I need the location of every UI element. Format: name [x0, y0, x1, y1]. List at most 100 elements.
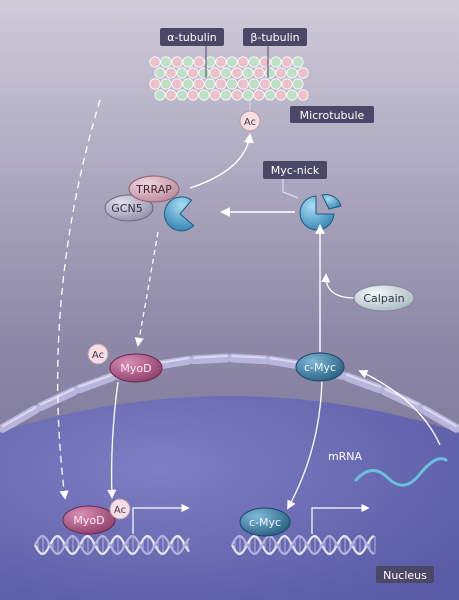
tubulin-subunit: [231, 89, 243, 101]
tubulin-subunit: [193, 78, 205, 90]
microtubule-label: Microtubule: [290, 106, 374, 123]
tubulin-subunit: [165, 89, 177, 101]
myod-text-cytoplasm: MyoD: [120, 362, 151, 375]
membrane-segment: [342, 372, 385, 394]
tubulin-subunit: [198, 67, 210, 79]
tubulin-subunit: [259, 56, 271, 68]
tubulin-subunit: [160, 78, 172, 90]
ac-text-myod-cytoplasm: Ac: [92, 350, 104, 361]
membrane-segment: [74, 372, 117, 394]
arrow-complex-to-myod: [134, 231, 159, 347]
mrna-label: mRNA: [328, 450, 363, 463]
transcription-arrow-myod: [132, 503, 190, 534]
tubulin-subunit: [209, 67, 221, 79]
myod-protein-nucleus: MyoD: [62, 505, 116, 535]
membrane-segment: [419, 404, 459, 433]
tubulin-subunit: [253, 89, 265, 101]
gcn5-text: GCN5: [111, 202, 142, 215]
tubulin-subunit: [286, 89, 298, 101]
calpain-protein: Calpain: [353, 284, 415, 312]
microtubule-text: Microtubule: [300, 109, 365, 122]
tubulin-subunit: [182, 78, 194, 90]
tubulin-subunit: [242, 89, 254, 101]
tubulin-subunit: [297, 67, 309, 79]
tubulin-subunit: [231, 67, 243, 79]
tubulin-subunit: [176, 89, 188, 101]
trrap-text: TRRAP: [135, 183, 172, 196]
nucleus-label: Nucleus: [376, 566, 434, 583]
tubulin-subunit: [226, 56, 238, 68]
tubulin-subunit: [165, 67, 177, 79]
ac-bubble-myod-nucleus: Ac: [109, 498, 131, 520]
cmyc-text-cytoplasm: c-Myc: [304, 361, 336, 374]
tubulin-subunit: [275, 89, 287, 101]
tubulin-subunit: [242, 67, 254, 79]
tubulin-subunit: [198, 89, 210, 101]
tubulin-subunit: [204, 56, 216, 68]
tubulin-subunit: [171, 78, 183, 90]
gcn5-protein: GCN5: [104, 194, 154, 222]
ac-bubble-myod-cytoplasm: Ac: [87, 343, 109, 365]
myc-nick-text: Myc-nick: [271, 164, 320, 177]
myod-protein-cytoplasm: MyoD: [109, 353, 163, 383]
alpha-tubulin-text: α-tubulin: [167, 31, 217, 44]
tubulin-subunit: [176, 67, 188, 79]
tubulin-subunit: [297, 89, 309, 101]
tubulin-subunit: [209, 89, 221, 101]
membrane-segment: [227, 353, 270, 365]
tubulin-subunit: [160, 56, 172, 68]
arrow-complex-to-ac: [189, 133, 254, 189]
tubulin-subunit: [154, 67, 166, 79]
tubulin-subunit: [253, 67, 265, 79]
trrap-protein: TRRAP: [128, 175, 180, 203]
arrow-myod-to-nucleus: [107, 381, 119, 499]
tubulin-subunit: [220, 67, 232, 79]
calpain-text: Calpain: [363, 292, 404, 305]
membrane-segment: [0, 404, 40, 433]
tubulin-subunit: [264, 89, 276, 101]
arrow-microtubule-to-nucleus: [57, 99, 101, 500]
cmyc-text-nucleus: c-Myc: [249, 516, 281, 529]
tubulin-subunit: [215, 78, 227, 90]
microtubule-structure: [149, 56, 309, 101]
alpha-tubulin-label: α-tubulin: [160, 28, 224, 46]
beta-tubulin-text: β-tubulin: [250, 31, 299, 44]
nucleus-text: Nucleus: [383, 569, 427, 582]
tubulin-subunit: [149, 78, 161, 90]
membrane-highlight: [154, 357, 190, 365]
membrane-highlight: [422, 406, 458, 428]
tubulin-subunit: [193, 56, 205, 68]
dna-strand: [231, 534, 375, 556]
tubulin-subunit: [149, 56, 161, 68]
tubulin-subunit: [281, 78, 293, 90]
dna-strand: [34, 534, 190, 556]
myod-text-nucleus: MyoD: [73, 514, 104, 527]
tubulin-subunit: [248, 56, 260, 68]
beta-tubulin-label: β-tubulin: [243, 28, 307, 46]
membrane-segment: [189, 353, 232, 365]
dna-helix-left: [34, 534, 190, 556]
tubulin-subunit: [286, 67, 298, 79]
tubulin-subunit: [220, 89, 232, 101]
tubulin-subunit: [275, 67, 287, 79]
arrow-cmyc-to-nucleus: [287, 379, 323, 510]
myc-nick-pointer: [282, 179, 299, 199]
ac-bubble-microtubule: Ac: [239, 110, 261, 132]
tubulin-subunit: [292, 78, 304, 90]
dna-strand: [231, 534, 375, 556]
arrow-calpain: [321, 273, 356, 299]
tubulin-subunit: [237, 56, 249, 68]
tubulin-subunit: [248, 78, 260, 90]
myc-nick-in-complex: [163, 196, 195, 232]
nucleus-region: [0, 396, 459, 600]
tubulin-subunit: [187, 89, 199, 101]
ac-text-microtubule: Ac: [244, 117, 256, 128]
tubulin-subunit: [226, 78, 238, 90]
myc-nick-protein: [299, 194, 342, 231]
ac-text-myod-nucleus: Ac: [114, 505, 126, 516]
tubulin-subunit: [292, 56, 304, 68]
tubulin-subunit: [270, 78, 282, 90]
arrow-mrna-to-cmyc: [358, 370, 441, 446]
